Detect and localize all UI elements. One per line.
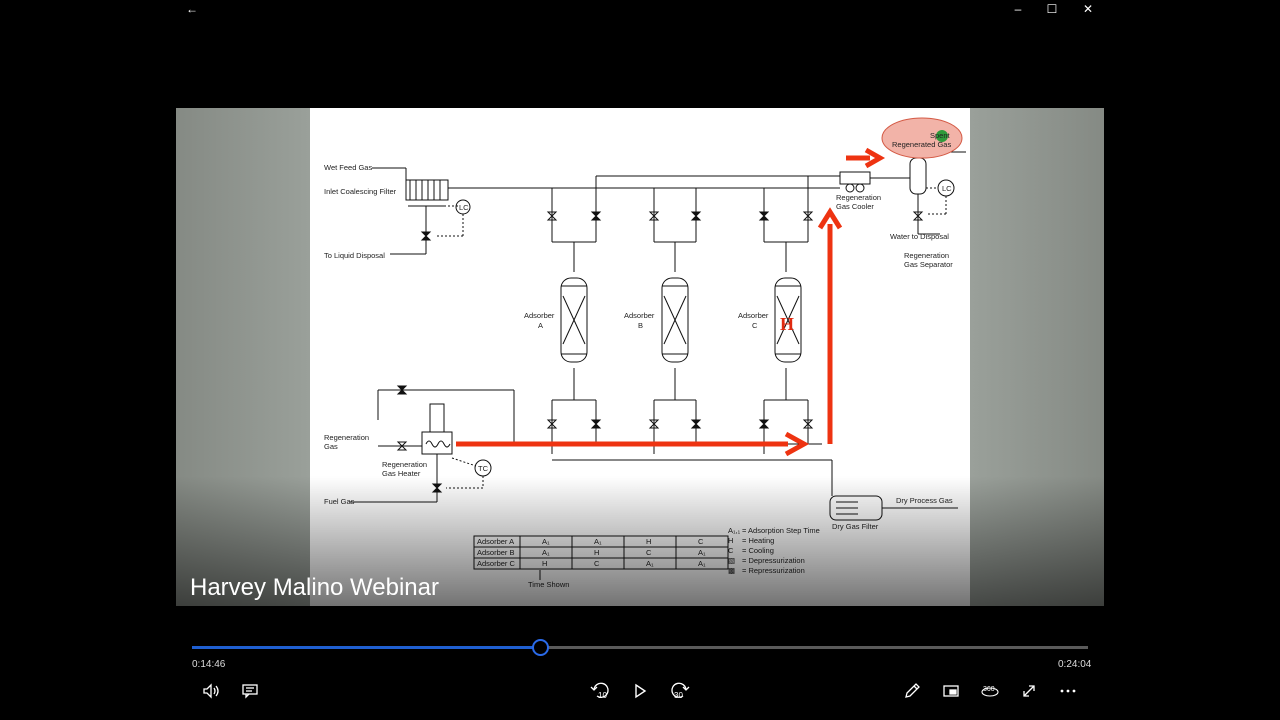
label-dry-gas-filter: Dry Gas Filter [832, 522, 879, 531]
svg-text:10: 10 [598, 691, 607, 700]
schedule-row-name: Adsorber B [477, 548, 515, 557]
schedule-cell-text: A₁ [698, 548, 706, 557]
label-water-disposal: Water to Disposal [890, 232, 949, 241]
label-lc-inlet: LC [459, 203, 469, 212]
legend-key: H [728, 536, 733, 545]
current-time: 0:14:46 [192, 659, 226, 670]
adsorber-b-vessel [661, 277, 689, 363]
label-tc: TC [478, 464, 489, 473]
miniplayer-icon[interactable] [937, 680, 965, 702]
heating-mark: H [780, 314, 794, 334]
fullscreen-icon[interactable] [1015, 680, 1043, 702]
volume-icon[interactable] [197, 680, 225, 702]
label-fuel-gas: Fuel Gas [324, 497, 355, 506]
seek-progress [192, 646, 540, 649]
svg-text:30: 30 [674, 691, 683, 700]
forward-30-icon[interactable]: 30 [665, 680, 693, 702]
legend-key: C [728, 546, 734, 555]
label-wet-feed-gas: Wet Feed Gas [324, 163, 372, 172]
label-time-shown: Time Shown [528, 580, 569, 589]
label-heater-2: Gas Heater [382, 469, 421, 478]
seek-thumb[interactable] [531, 639, 549, 656]
schedule-cell-text: A₁ [646, 559, 654, 568]
regeneration-gas-cooler [839, 171, 871, 185]
legend-text: = Cooling [742, 546, 774, 555]
schedule-cell-text: H [646, 537, 651, 546]
schedule-cell-text: A₁ [542, 537, 550, 546]
svg-text:360: 360 [983, 686, 995, 693]
legend-key: ▧ [728, 556, 735, 565]
label-inlet-filter: Inlet Coalescing Filter [324, 187, 397, 196]
schedule-cell-text: A₁ [542, 548, 550, 557]
label-adsorber-b: Adsorber [624, 311, 655, 320]
label-dry-process-gas: Dry Process Gas [896, 496, 953, 505]
video-letterbox-right [970, 108, 1104, 606]
label-adsorber-c-letter: C [752, 321, 758, 330]
video-caption: Harvey Malino Webinar [190, 574, 439, 601]
label-liquid-disposal: To Liquid Disposal [324, 251, 385, 260]
video-letterbox-left [176, 108, 310, 606]
back-arrow-icon[interactable]: ← [186, 2, 198, 16]
pointer-marker [936, 130, 948, 142]
label-spent: Spent [930, 131, 951, 140]
label-heater-1: Regeneration [382, 460, 427, 469]
diagram-svg: Wet Feed Gas Inlet Coalescing Filter To … [324, 117, 966, 589]
inlet-coalescing-filter [405, 179, 449, 201]
schedule-cell-text: H [594, 548, 599, 557]
pen-icon[interactable] [898, 680, 926, 702]
legend-key: ▩ [728, 566, 735, 575]
legend-key: A₁,₁ [728, 526, 741, 535]
schedule-cell-text: A₁ [698, 559, 706, 568]
legend-text: = Adsorption Step Time [742, 526, 820, 535]
video-frame[interactable]: Wet Feed Gas Inlet Coalescing Filter To … [176, 108, 1104, 606]
label-adsorber-a: Adsorber [524, 311, 555, 320]
legend-text: = Depressurization [742, 556, 805, 565]
label-cooler-1: Regeneration [836, 193, 881, 202]
label-adsorber-a-letter: A [538, 321, 543, 330]
play-icon[interactable] [626, 680, 654, 702]
label-adsorber-c: Adsorber [738, 311, 769, 320]
label-separator-1: Regeneration [904, 251, 949, 260]
close-button[interactable]: ✕ [1082, 2, 1094, 16]
maximize-button[interactable]: ☐ [1046, 2, 1058, 16]
360-icon[interactable]: 360 [976, 680, 1004, 702]
label-regeneration: Regeneration [324, 433, 369, 442]
label-gas: Gas [324, 442, 338, 451]
adsorber-a-vessel [560, 277, 588, 363]
schedule-cell-text: C [594, 559, 600, 568]
label-adsorber-b-letter: B [638, 321, 643, 330]
schedule-row-name: Adsorber A [477, 537, 514, 546]
schedule-cell-text: H [542, 559, 547, 568]
label-separator-2: Gas Separator [904, 260, 953, 269]
captions-icon[interactable] [236, 680, 264, 702]
regeneration-gas-separator [909, 157, 927, 195]
spent-gas-highlight [881, 117, 963, 159]
label-lc-separator: LC [942, 184, 952, 193]
label-cooler-2: Gas Cooler [836, 202, 874, 211]
more-icon[interactable] [1054, 680, 1082, 702]
schedule-cell-text: C [698, 537, 704, 546]
title-bar: ← – ☐ ✕ [0, 0, 1280, 18]
replay-10-icon[interactable]: 10 [587, 680, 615, 702]
minimize-button[interactable]: – [1014, 2, 1022, 16]
label-regenerated-gas: Regenerated Gas [892, 140, 951, 149]
seek-bar[interactable] [192, 639, 1088, 656]
schedule-row-name: Adsorber C [477, 559, 516, 568]
schedule-cell-text: C [646, 548, 652, 557]
total-time: 0:24:04 [1058, 659, 1092, 670]
legend-text: = Repressurization [742, 566, 805, 575]
process-flow-diagram: Wet Feed Gas Inlet Coalescing Filter To … [310, 108, 970, 606]
schedule-cell-text: A₁ [594, 537, 602, 546]
adsorber-c-vessel [774, 277, 802, 363]
legend-text: = Heating [742, 536, 774, 545]
